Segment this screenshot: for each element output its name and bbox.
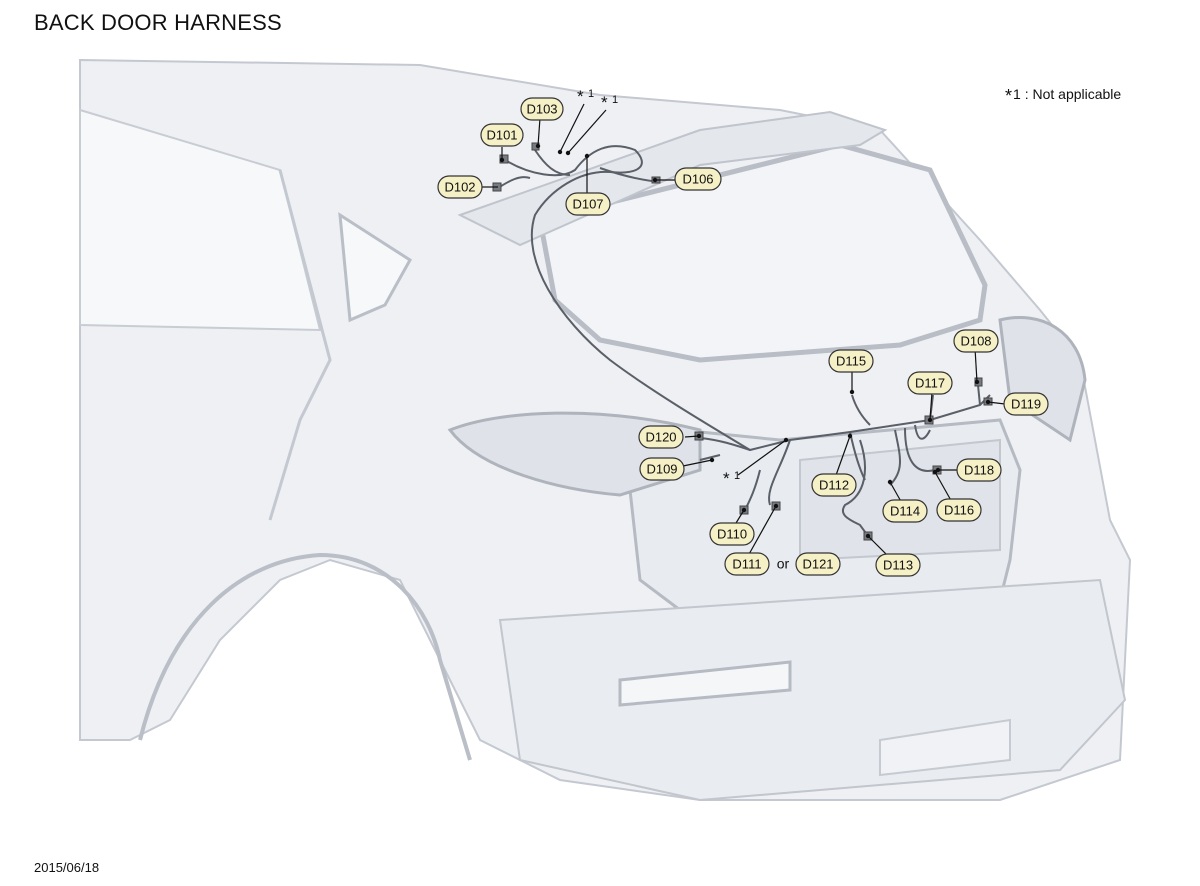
callout-d110-label: D110: [717, 527, 747, 542]
star-marker-2-num: 1: [612, 94, 618, 106]
callout-d109-label: D109: [646, 462, 677, 477]
callout-d120-label: D120: [645, 430, 676, 445]
callout-d117[interactable]: D117: [907, 371, 953, 395]
callout-d114[interactable]: D114: [882, 499, 928, 523]
callout-d111-label: D111: [732, 557, 761, 572]
callout-d109[interactable]: D109: [639, 457, 685, 481]
star-marker-3-num: 1: [734, 470, 740, 482]
callout-d119-label: D119: [1011, 397, 1041, 412]
callout-d117-label: D117: [915, 376, 945, 391]
callout-d102-label: D102: [444, 180, 475, 195]
callout-d116[interactable]: D116: [936, 498, 982, 522]
star-marker-3: *: [723, 469, 730, 488]
callout-d121-label: D121: [802, 557, 833, 572]
callout-d114-label: D114: [890, 504, 920, 519]
star-marker-2: *: [601, 93, 608, 112]
callout-d120[interactable]: D120: [638, 425, 684, 449]
callout-d107-label: D107: [572, 197, 603, 212]
vehicle-body: [79, 58, 1132, 802]
callout-d111[interactable]: D111: [724, 552, 770, 576]
callout-d102[interactable]: D102: [437, 175, 483, 199]
callout-d108[interactable]: D108: [953, 329, 999, 353]
callout-d118-label: D118: [964, 463, 994, 478]
legend-note: *1 : Not applicable: [1005, 86, 1121, 107]
callout-d115[interactable]: D115: [828, 349, 874, 373]
callout-d106[interactable]: D106: [674, 167, 722, 191]
callout-d101[interactable]: D101: [480, 123, 524, 147]
or-text: or: [777, 556, 790, 572]
callout-d119[interactable]: D119: [1003, 392, 1049, 416]
revision-date: 2015/06/18: [34, 860, 100, 875]
star-marker-1: *: [577, 87, 584, 106]
leader-dots: [499, 143, 991, 539]
note-number: 1: [1013, 86, 1021, 102]
callout-d106-label: D106: [682, 172, 713, 187]
callout-d112[interactable]: D112: [811, 473, 857, 497]
callout-d110[interactable]: D110: [709, 522, 755, 546]
connector-callouts: D101 D102 D103 D106 D107 D108 D115 D117: [437, 97, 1049, 577]
callout-d107[interactable]: D107: [565, 192, 611, 216]
callout-d108-label: D108: [960, 334, 991, 349]
callout-d113-label: D113: [883, 558, 913, 573]
callout-d103[interactable]: D103: [520, 97, 564, 121]
star-markers: * 1 * 1 * 1: [577, 87, 740, 488]
callout-d115-label: D115: [836, 354, 866, 369]
star-marker-1-num: 1: [588, 88, 594, 100]
callout-d101-label: D101: [486, 128, 517, 143]
callout-d118[interactable]: D118: [956, 458, 1002, 482]
callout-d113[interactable]: D113: [875, 553, 921, 577]
callout-d112-label: D112: [819, 478, 849, 493]
callout-d103-label: D103: [526, 102, 557, 117]
callout-d116-label: D116: [944, 503, 974, 518]
diagram-title: BACK DOOR HARNESS: [34, 10, 282, 35]
note-asterisk: *: [1005, 86, 1013, 106]
callout-d121[interactable]: D121: [795, 552, 841, 576]
note-text: : Not applicable: [1020, 86, 1122, 102]
